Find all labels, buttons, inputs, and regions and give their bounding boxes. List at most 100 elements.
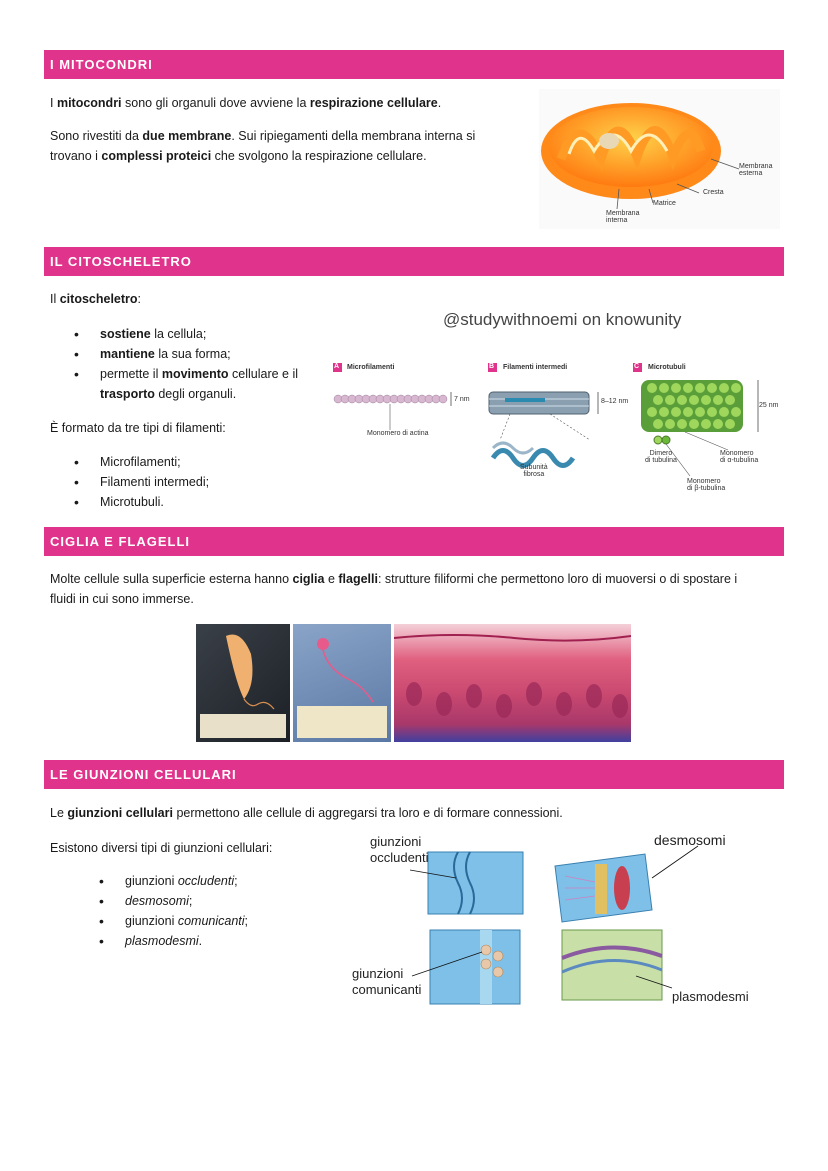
bold-text: trasporto [100, 387, 155, 401]
text: giunzioni [125, 874, 178, 888]
text: : [137, 292, 142, 306]
bold-text: mitocondri [56, 96, 122, 110]
junctions-figure: giunzioni occludenti desmosomi giunzioni… [350, 826, 790, 1010]
list-item: giunzioni occludenti; [99, 871, 319, 891]
label-8-12nm: 8–12 nm [601, 398, 629, 405]
tag-a: A [334, 363, 340, 370]
text: fluidi in cui sono immerse. [50, 592, 194, 606]
text: giunzioni [125, 914, 178, 928]
bold-text: citoscheletro [59, 292, 138, 306]
junctions-illustration [409, 845, 699, 1005]
mitochondrion-figure: Membrana esterna Cresta Matrice Membrana… [539, 89, 780, 229]
italic-text: occludenti [177, 874, 235, 888]
text: Subunità [520, 464, 548, 471]
cyto-types-list: Microfilamenti; Filamenti intermedi; Mic… [74, 452, 324, 512]
text: e [324, 572, 339, 586]
text: trovano i [50, 149, 102, 163]
section-header-mitocondri: I MITOCONDRI [44, 50, 784, 79]
mitochondrion-illustration [541, 103, 740, 210]
section-title: I MITOCONDRI [50, 57, 153, 72]
bold-text: mantiene [100, 347, 155, 361]
cytoskeleton-figure: A B C Microfilamenti Filamenti intermedi… [330, 358, 780, 504]
list-item: giunzioni comunicanti; [99, 911, 319, 931]
label-25nm: 25 nm [759, 402, 779, 409]
text: di β-tubulina [687, 485, 726, 492]
section-header-giunzioni: LE GIUNZIONI CELLULARI [44, 760, 784, 789]
protist-illustration [200, 634, 286, 738]
text: I [50, 96, 57, 110]
mito-paragraph-1: I mitocondri sono gli organuli dove avvi… [50, 93, 441, 113]
label-outer-membrane: Membrana esterna [739, 163, 773, 177]
text: di tubulina [645, 457, 677, 464]
bold-text: due membrane [142, 129, 232, 143]
text: degli organuli. [154, 387, 237, 401]
bold-text: ciglia [292, 572, 325, 586]
text: Monomero [720, 450, 754, 457]
photo-sperm [293, 624, 391, 742]
text: comunicanti [352, 982, 422, 997]
text: sono gli organuli dove avviene la [121, 96, 310, 110]
section-title: CIGLIA E FLAGELLI [50, 534, 191, 549]
text: cellulare e il [228, 367, 299, 381]
text: ; [234, 874, 238, 888]
label-microfilamenti: Microfilamenti [347, 364, 395, 371]
section-header-ciglia: CIGLIA E FLAGELLI [44, 527, 784, 556]
cyto-intro: Il citoscheletro: [50, 289, 141, 309]
text: giunzioni [370, 834, 422, 849]
text: permettono alle cellule di aggregarsi tr… [172, 806, 563, 820]
text: : strutture filiformi che permettono lor… [377, 572, 738, 586]
text: Monomero [687, 478, 721, 485]
label-tubulin-dimer: Dimero di tubulina [645, 450, 677, 464]
list-item: Microfilamenti; [74, 452, 324, 472]
cilia-paragraph: Molte cellule sulla superficie esterna h… [50, 569, 790, 609]
text: . [437, 96, 442, 110]
watermark: @studywithnoemi on knowunity [443, 310, 682, 329]
text: la cellula; [150, 327, 207, 341]
label-alpha-tubulin: Monomero di α-tubulina [720, 450, 758, 464]
text: la sua forma; [154, 347, 231, 361]
photo-ciliated-epithelium [393, 624, 632, 742]
italic-text: plasmodesmi [125, 934, 199, 948]
list-item: sostiene la cellula; [74, 324, 324, 344]
text: permette il [100, 367, 162, 381]
label-inner-membrane: Membrana interna [606, 210, 640, 224]
section-title: LE GIUNZIONI CELLULARI [50, 767, 237, 782]
bold-text: respirazione cellulare [309, 96, 438, 110]
text: di α-tubulina [720, 457, 759, 464]
junctions-paragraph-2: Esistono diversi tipi di giunzioni cellu… [50, 841, 273, 855]
label-7nm: 7 nm [454, 396, 470, 403]
list-item: mantiene la sua forma; [74, 344, 324, 364]
label-microtubuli: Microtubuli [648, 364, 686, 371]
cytoskeleton-illustration [333, 363, 759, 477]
list-item: plasmodesmi. [99, 931, 319, 951]
text: fibrosa [523, 471, 545, 478]
list-item: desmosomi; [99, 891, 319, 911]
bold-text: complessi proteici [101, 149, 212, 163]
text: Il [50, 292, 60, 306]
text: ; [244, 914, 249, 928]
list-item: Filamenti intermedi; [74, 472, 324, 492]
text: . Sui ripiegamenti della membrana intern… [231, 129, 476, 143]
text: Sono rivestiti da [50, 129, 143, 143]
text: Le [50, 806, 68, 820]
label-plasmodesmata: plasmodesmi [672, 989, 749, 1004]
epithelium-illustration [393, 634, 632, 718]
italic-text: desmosomi [125, 894, 189, 908]
label-matrice: Matrice [653, 200, 676, 207]
label-actin-monomer: Monomero di actina [367, 430, 429, 437]
text: occludenti [370, 850, 429, 865]
list-item: Microtubuli. [74, 492, 324, 512]
cyto-types-intro: È formato da tre tipi di filamenti: [50, 421, 226, 435]
bold-text: movimento [161, 367, 229, 381]
label-desmosomes: desmosomi [654, 832, 726, 848]
text: giunzioni [352, 966, 404, 981]
label-filamenti-intermedi: Filamenti intermedi [503, 364, 568, 371]
junctions-types-list: giunzioni occludenti; desmosomi; giunzio… [99, 871, 319, 951]
bold-text: flagelli [338, 572, 378, 586]
label-beta-tubulin: Monomero di β-tubulina [687, 478, 725, 492]
list-item: permette il movimento cellulare e il tras… [74, 364, 324, 404]
label-occluding-junctions: giunzioni occludenti [370, 834, 429, 866]
label-fibrous-subunit: Subunità fibrosa [520, 464, 548, 478]
sperm-illustration [297, 638, 387, 738]
section-header-citoscheletro: IL CITOSCHELETRO [44, 247, 784, 276]
